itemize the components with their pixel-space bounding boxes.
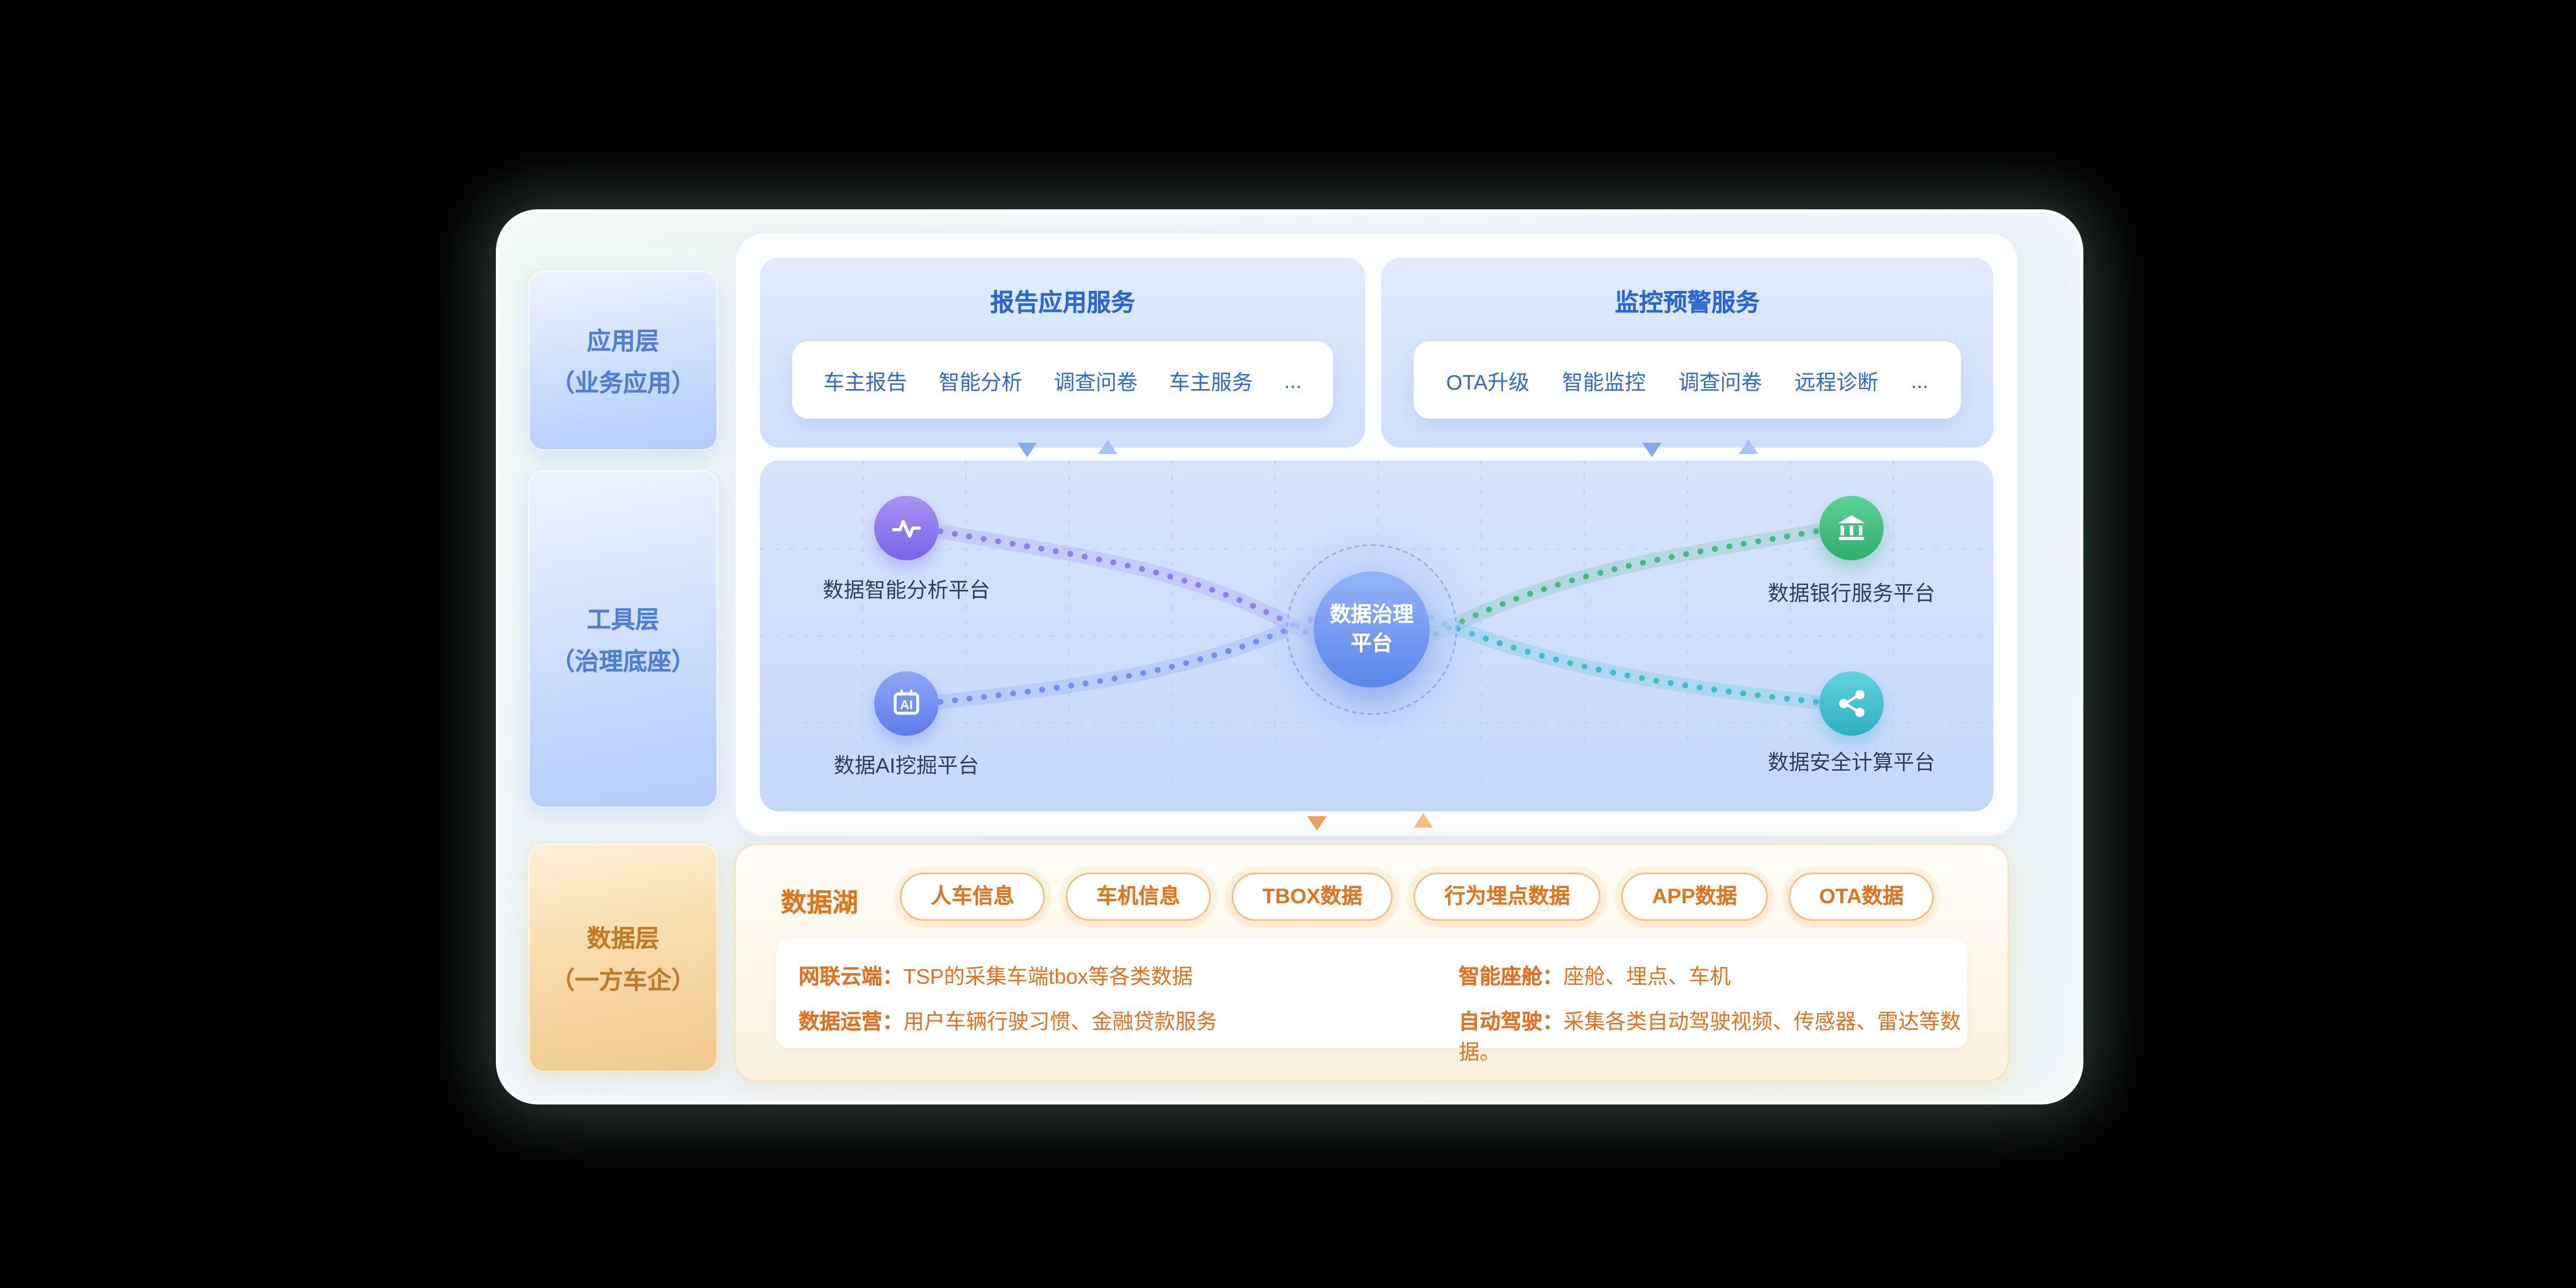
node-label-bank: 数据银行服务平台: [1767, 581, 1935, 605]
service-item: 调查问卷: [1678, 369, 1762, 394]
analytics-icon: [874, 496, 939, 560]
data-lake-details-col1: 网联云端：TSP的采集车端tbox等各类数据 数据运营：用户车辆行驶习惯、金融贷…: [799, 960, 1217, 1035]
service-item: 车主服务: [1169, 369, 1253, 394]
governance-center-line1: 数据治理: [1329, 603, 1414, 627]
layer-application-name: 应用层: [587, 327, 660, 355]
layer-data: 数据层 （一方车企）: [528, 844, 718, 1072]
data-tag: OTA数据: [1788, 873, 1935, 921]
layer-application: 应用层 （业务应用）: [528, 270, 718, 451]
layer-data-name: 数据层: [587, 925, 660, 953]
service-card-monitor-title: 监控预警服务: [1614, 290, 1760, 317]
service-item: 智能分析: [939, 369, 1023, 394]
service-item-more: ...: [1284, 368, 1302, 392]
svg-text:AI: AI: [900, 698, 913, 713]
detail-row: 数据运营：用户车辆行驶习惯、金融贷款服务: [799, 1005, 1217, 1035]
data-tag: 行为埋点数据: [1414, 873, 1601, 921]
up-arrow-icon: [1414, 813, 1433, 828]
detail-text: 用户车辆行驶习惯、金融贷款服务: [903, 1009, 1218, 1034]
down-arrow-icon: [1642, 443, 1662, 457]
service-card-monitor-items: OTA升级 智能监控 调查问卷 远程诊断 ...: [1414, 341, 1961, 419]
data-lake-card: 数据湖 人车信息 车机信息 TBOX数据 行为埋点数据 APP数据 OTA数据 …: [734, 844, 2009, 1082]
data-lake-details-col2: 智能座舱：座舱、埋点、车机 自动驾驶：采集各类自动驾驶视频、传感器、雷达等数据。: [1459, 960, 1967, 1066]
detail-text: 采集各类自动驾驶视频、传感器、雷达等数据。: [1459, 1009, 1962, 1064]
up-arrow-icon: [1739, 440, 1758, 454]
data-tag: APP数据: [1621, 873, 1768, 921]
layer-tool-name: 工具层: [587, 606, 660, 634]
architecture-panel: 应用层 （业务应用） 工具层 （治理底座） 数据层 （一方车企） 报告应用服务 …: [496, 209, 2083, 1104]
node-label-analytics: 数据智能分析平台: [822, 578, 990, 602]
ai-chip-icon: AI: [874, 671, 939, 736]
data-lake-details: 网联云端：TSP的采集车端tbox等各类数据 数据运营：用户车辆行驶习惯、金融贷…: [776, 939, 1967, 1064]
layer-data-sub: （一方车企）: [550, 967, 696, 994]
service-item: 智能监控: [1562, 369, 1646, 394]
service-card-monitor: 监控预警服务 OTA升级 智能监控 调查问卷 远程诊断 ...: [1381, 258, 1993, 448]
service-item: OTA升级: [1446, 369, 1529, 394]
data-tag: TBOX数据: [1232, 873, 1393, 921]
main-box: 报告应用服务 车主报告 智能分析 调查问卷 车主服务 ... 监控预警服务 OT…: [734, 232, 2019, 837]
detail-row: 网联云端：TSP的采集车端tbox等各类数据: [799, 960, 1217, 990]
data-tag: 人车信息: [900, 873, 1045, 921]
node-label-ai: 数据AI挖掘平台: [833, 753, 979, 778]
up-arrow-icon: [1098, 440, 1117, 454]
bank-icon: [1819, 496, 1884, 560]
service-item: 车主报告: [823, 369, 908, 394]
service-item-more: ...: [1911, 368, 1929, 392]
detail-label: 数据运营：: [799, 1009, 904, 1034]
governance-center: 数据治理 平台: [1314, 572, 1430, 687]
service-card-reports-title: 报告应用服务: [990, 290, 1135, 317]
service-item: 远程诊断: [1795, 369, 1879, 394]
detail-label: 网联云端：: [799, 964, 904, 989]
data-lake-tags: 人车信息 车机信息 TBOX数据 行为埋点数据 APP数据 OTA数据: [900, 873, 1935, 921]
detail-row: 智能座舱：座舱、埋点、车机: [1459, 960, 1967, 990]
service-card-reports-items: 车主报告 智能分析 调查问卷 车主服务 ...: [792, 341, 1333, 419]
detail-text: 座舱、埋点、车机: [1563, 964, 1731, 989]
layer-application-sub: （业务应用）: [550, 369, 696, 397]
down-arrow-icon: [1018, 443, 1037, 457]
detail-row: 自动驾驶：采集各类自动驾驶视频、传感器、雷达等数据。: [1459, 1005, 1967, 1066]
detail-label: 智能座舱：: [1459, 964, 1564, 989]
layer-tool: 工具层 （治理底座）: [528, 470, 718, 808]
data-lake-title: 数据湖: [781, 890, 859, 918]
share-network-icon: [1819, 671, 1884, 736]
detail-text: TSP的采集车端tbox等各类数据: [903, 964, 1193, 989]
node-label-secure: 数据安全计算平台: [1767, 750, 1935, 774]
service-item: 调查问卷: [1053, 369, 1138, 394]
governance-canvas: 数据治理 平台 数据智能分析平台 AI: [760, 460, 1993, 811]
data-tag: 车机信息: [1066, 873, 1211, 921]
governance-center-line2: 平台: [1350, 631, 1393, 655]
down-arrow-icon: [1307, 816, 1327, 831]
service-card-reports: 报告应用服务 车主报告 智能分析 调查问卷 车主服务 ...: [760, 258, 1365, 448]
detail-label: 自动驾驶：: [1459, 1009, 1564, 1034]
layer-tool-sub: （治理底座）: [550, 648, 696, 676]
